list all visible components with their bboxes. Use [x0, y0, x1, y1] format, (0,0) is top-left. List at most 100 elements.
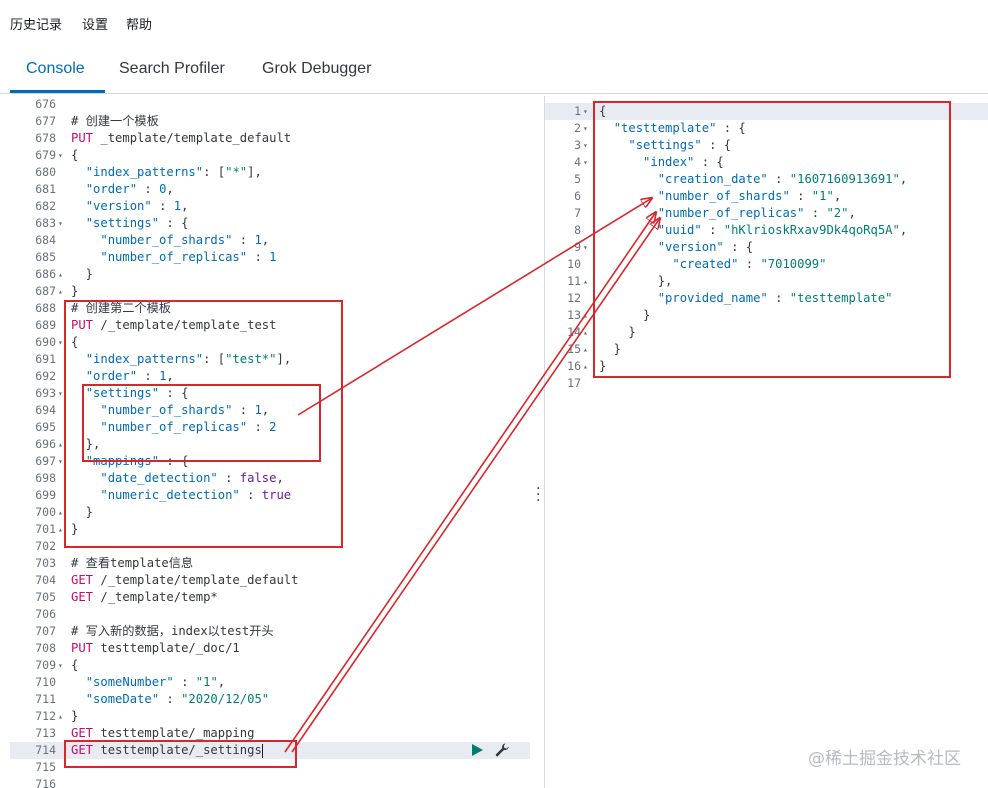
code-line[interactable]: 687▴} — [10, 283, 530, 300]
code-line[interactable]: 13▴ } — [545, 307, 988, 324]
panel-resizer[interactable]: ··· — [532, 96, 544, 788]
fold-open-icon[interactable]: ▾ — [58, 219, 63, 228]
code-line[interactable]: 11▴ }, — [545, 273, 988, 290]
code-line[interactable]: 706 — [10, 606, 530, 623]
code-line[interactable]: 16▴} — [545, 358, 988, 375]
code-text: "order" : 1, — [71, 368, 174, 385]
fold-close-icon[interactable]: ▴ — [583, 328, 588, 337]
code-line[interactable]: 690▾{ — [10, 334, 530, 351]
code-text: } — [71, 708, 78, 725]
code-line[interactable]: 681 "order" : 0, — [10, 181, 530, 198]
fold-close-icon[interactable]: ▴ — [58, 440, 63, 449]
fold-close-icon[interactable]: ▴ — [583, 311, 588, 320]
code-line[interactable]: 710 "someNumber" : "1", — [10, 674, 530, 691]
code-line[interactable]: 701▴} — [10, 521, 530, 538]
code-line[interactable]: 7 "number_of_replicas" : "2", — [545, 205, 988, 222]
code-line[interactable]: 700▴ } — [10, 504, 530, 521]
fold-open-icon[interactable]: ▾ — [583, 124, 588, 133]
fold-close-icon[interactable]: ▴ — [583, 345, 588, 354]
code-line[interactable]: 692 "order" : 1, — [10, 368, 530, 385]
code-line[interactable]: 699 "numeric_detection" : true — [10, 487, 530, 504]
code-text: PUT testtemplate/_doc/1 — [71, 640, 240, 657]
fold-open-icon[interactable]: ▾ — [583, 141, 588, 150]
menu-history[interactable]: 历史记录 — [10, 18, 63, 33]
code-line[interactable]: 695 "number_of_replicas" : 2 — [10, 419, 530, 436]
code-line[interactable]: 6 "number_of_shards" : "1", — [545, 188, 988, 205]
code-token — [71, 403, 100, 417]
code-line[interactable]: 702 — [10, 538, 530, 555]
fold-open-icon[interactable]: ▾ — [58, 457, 63, 466]
code-line[interactable]: 711 "someDate" : "2020/12/05" — [10, 691, 530, 708]
code-line[interactable]: 688# 创建第二个模板 — [10, 300, 530, 317]
code-line[interactable]: 716 — [10, 776, 530, 788]
fold-open-icon[interactable]: ▾ — [58, 338, 63, 347]
code-line[interactable]: 679▾{ — [10, 147, 530, 164]
code-line[interactable]: 12 "provided_name" : "testtemplate" — [545, 290, 988, 307]
wrench-icon[interactable] — [494, 742, 510, 758]
code-line[interactable]: 683▾ "settings" : { — [10, 215, 530, 232]
code-line[interactable]: 707# 写入新的数据，index以test开头 — [10, 623, 530, 640]
fold-open-icon[interactable]: ▾ — [583, 243, 588, 252]
code-token: "order" — [85, 182, 138, 196]
code-line[interactable]: 715 — [10, 759, 530, 776]
code-line[interactable]: 686▴ } — [10, 266, 530, 283]
fold-close-icon[interactable]: ▴ — [58, 508, 63, 517]
fold-open-icon[interactable]: ▾ — [58, 661, 63, 670]
code-line[interactable]: 3▾ "settings" : { — [545, 137, 988, 154]
code-line[interactable]: 684 "number_of_shards" : 1, — [10, 232, 530, 249]
fold-open-icon[interactable]: ▾ — [583, 107, 588, 116]
code-line[interactable]: 4▾ "index" : { — [545, 154, 988, 171]
line-number: 687 — [35, 284, 56, 298]
code-token: , — [848, 206, 856, 220]
code-line[interactable]: 696▴ }, — [10, 436, 530, 453]
code-line[interactable]: 694 "number_of_shards" : 1, — [10, 402, 530, 419]
code-line[interactable]: 15▴ } — [545, 341, 988, 358]
fold-open-icon[interactable]: ▾ — [58, 389, 63, 398]
code-line[interactable]: 712▴} — [10, 708, 530, 725]
fold-open-icon[interactable]: ▾ — [58, 151, 63, 160]
tab-grok-debugger[interactable]: Grok Debugger — [262, 60, 372, 77]
tab-search-profiler[interactable]: Search Profiler — [119, 60, 225, 77]
fold-close-icon[interactable]: ▴ — [58, 287, 63, 296]
code-line[interactable]: 703# 查看template信息 — [10, 555, 530, 572]
code-text: "settings" : { — [71, 215, 189, 232]
code-line[interactable]: 709▾{ — [10, 657, 530, 674]
code-line[interactable]: 8 "uuid" : "hKlrioskRxav9Dk4qoRq5A", — [545, 222, 988, 239]
code-line[interactable]: 680 "index_patterns": ["*"], — [10, 164, 530, 181]
response-output[interactable]: 1▾{2▾ "testtemplate" : {3▾ "settings" : … — [544, 96, 988, 788]
code-line[interactable]: 9▾ "version" : { — [545, 239, 988, 256]
fold-close-icon[interactable]: ▴ — [583, 362, 588, 371]
code-line[interactable]: 10 "created" : "7010099" — [545, 256, 988, 273]
code-line[interactable]: 698 "date_detection" : false, — [10, 470, 530, 487]
menu-settings[interactable]: 设置 — [82, 18, 109, 33]
fold-close-icon[interactable]: ▴ — [58, 270, 63, 279]
code-line[interactable]: 676 — [10, 96, 530, 113]
fold-open-icon[interactable]: ▾ — [583, 158, 588, 167]
code-line[interactable]: 1▾{ — [545, 103, 988, 120]
code-line[interactable]: 2▾ "testtemplate" : { — [545, 120, 988, 137]
play-icon[interactable] — [470, 743, 484, 757]
fold-close-icon[interactable]: ▴ — [583, 277, 588, 286]
code-token: GET — [71, 573, 94, 587]
code-line[interactable]: 685 "number_of_replicas" : 1 — [10, 249, 530, 266]
code-line[interactable]: 17 — [545, 375, 988, 392]
code-line[interactable]: 691 "index_patterns": ["test*"], — [10, 351, 530, 368]
tab-console[interactable]: Console — [26, 60, 85, 77]
code-line[interactable]: 5 "creation_date" : "1607160913691", — [545, 171, 988, 188]
code-line[interactable]: 677# 创建一个模板 — [10, 113, 530, 130]
menu-help[interactable]: 帮助 — [126, 18, 153, 33]
fold-close-icon[interactable]: ▴ — [58, 712, 63, 721]
code-line[interactable]: 693▾ "settings" : { — [10, 385, 530, 402]
code-line[interactable]: 697▾ "mappings" : { — [10, 453, 530, 470]
fold-close-icon[interactable]: ▴ — [58, 525, 63, 534]
code-line[interactable]: 682 "version" : 1, — [10, 198, 530, 215]
code-line[interactable]: 14▴ } — [545, 324, 988, 341]
